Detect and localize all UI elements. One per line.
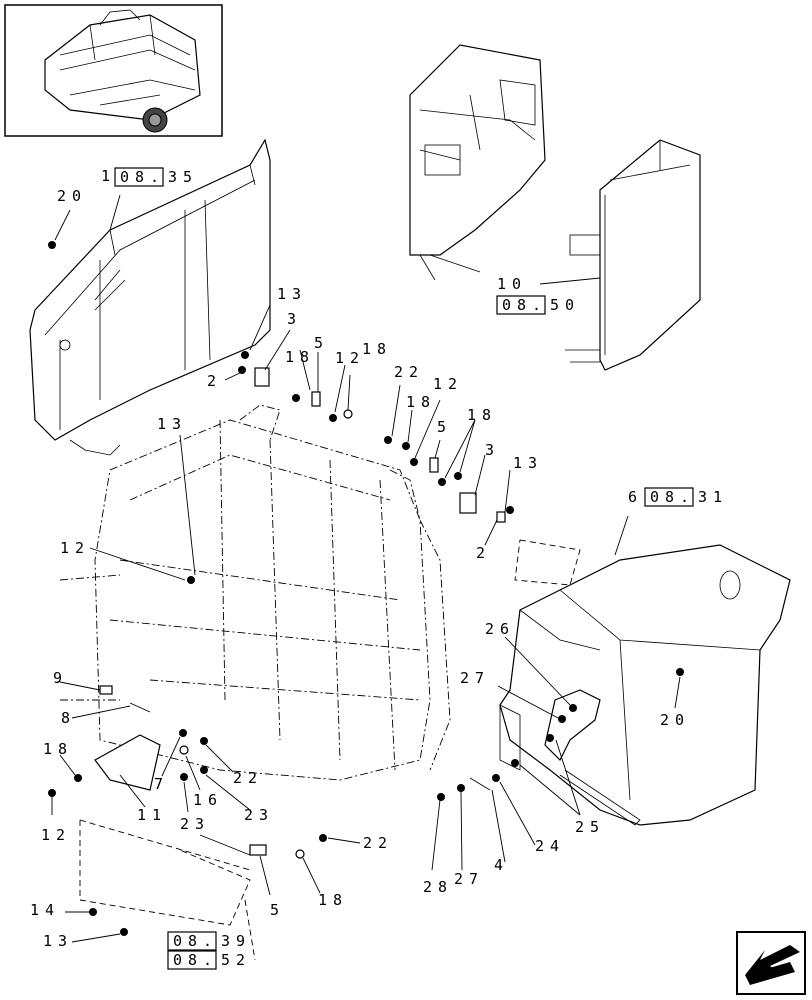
- callout-4: 4: [494, 856, 509, 874]
- callout-18-b: 18: [362, 340, 392, 358]
- callout-28: 28: [423, 878, 453, 896]
- svg-text:31: 31: [698, 488, 728, 506]
- ref-08-39: 08. 39: [167, 931, 251, 951]
- svg-text:08.: 08.: [120, 168, 165, 186]
- leader-lines: [51, 194, 681, 943]
- baler-frame-dashed: [59, 404, 581, 781]
- callout-18-d: 18: [467, 406, 497, 424]
- callout-20-a: 20: [57, 187, 87, 205]
- callout-5-b: 5: [437, 418, 452, 436]
- rear-right-panel: [565, 139, 701, 371]
- callout-13-c: 13: [157, 415, 187, 433]
- callout-14: 14: [30, 901, 60, 919]
- callout-27-b: 27: [454, 870, 484, 888]
- svg-text:08.: 08.: [502, 296, 547, 314]
- callout-13-b: 13: [513, 454, 543, 472]
- callout-2-a: 2: [207, 372, 222, 390]
- callout-18-e: 18: [43, 740, 73, 758]
- callout-25: 25: [575, 818, 605, 836]
- callout-10: 10: [497, 275, 527, 293]
- callout-8: 8: [61, 709, 76, 727]
- callout-20-b: 20: [660, 711, 690, 729]
- callout-27-a: 27: [460, 669, 490, 687]
- svg-text:50: 50: [550, 296, 580, 314]
- callout-24: 24: [535, 837, 565, 855]
- callout-22-a: 22: [394, 363, 424, 381]
- baler-thumbnail-inset: [4, 4, 223, 137]
- callout-23-b: 23: [244, 806, 274, 824]
- callout-22-b: 22: [233, 769, 263, 787]
- callout-3-a: 3: [287, 310, 302, 328]
- fasteners: [48, 241, 684, 936]
- callout-16: 16: [193, 791, 223, 809]
- callout-12-c: 12: [60, 539, 90, 557]
- rear-upper-panel: [409, 44, 546, 281]
- callout-11: 11: [137, 806, 167, 824]
- callout-6: 6: [628, 488, 643, 506]
- callout-5-c: 5: [270, 901, 285, 919]
- right-rear-shield: [499, 544, 791, 826]
- svg-text:35: 35: [168, 168, 198, 186]
- next-page-arrow-icon[interactable]: [736, 931, 806, 995]
- callout-7: 7: [154, 775, 169, 793]
- svg-text:08.: 08.: [650, 488, 695, 506]
- callout-3-b: 3: [485, 441, 500, 459]
- svg-text:52: 52: [221, 951, 251, 969]
- callout-12-b: 12: [433, 375, 463, 393]
- ref-08-50: 08. 50: [496, 295, 580, 315]
- svg-text:08.: 08.: [173, 951, 218, 969]
- callout-18-c: 18: [406, 393, 436, 411]
- callout-18-a: 18: [285, 348, 315, 366]
- ref-08-52: 08. 52: [167, 950, 251, 970]
- ref-08-31: 08. 31: [644, 487, 728, 507]
- callout-1: 1: [101, 167, 116, 185]
- callout-13-d: 13: [43, 932, 73, 950]
- callout-9: 9: [53, 669, 68, 687]
- callout-12-a: 12: [335, 349, 365, 367]
- callout-26: 26: [485, 620, 515, 638]
- section-references: 08. 35 08. 50 08. 31 08. 39 08. 52: [114, 167, 728, 970]
- callout-12-d: 12: [41, 826, 71, 844]
- callout-23-a: 23: [180, 815, 210, 833]
- callout-2-b: 2: [476, 544, 491, 562]
- callout-22-c: 22: [363, 834, 393, 852]
- svg-text:39: 39: [221, 932, 251, 950]
- callout-5-a: 5: [314, 334, 329, 352]
- callout-labels: 20 10 13 3 2 18 5 12 18 22 18 12 5 18 3 …: [30, 167, 690, 950]
- lower-bracket: [79, 734, 256, 961]
- ref-08-35: 08. 35: [114, 167, 198, 187]
- svg-text:08.: 08.: [173, 932, 218, 950]
- callout-18-f: 18: [318, 891, 348, 909]
- callout-13-a: 13: [277, 285, 307, 303]
